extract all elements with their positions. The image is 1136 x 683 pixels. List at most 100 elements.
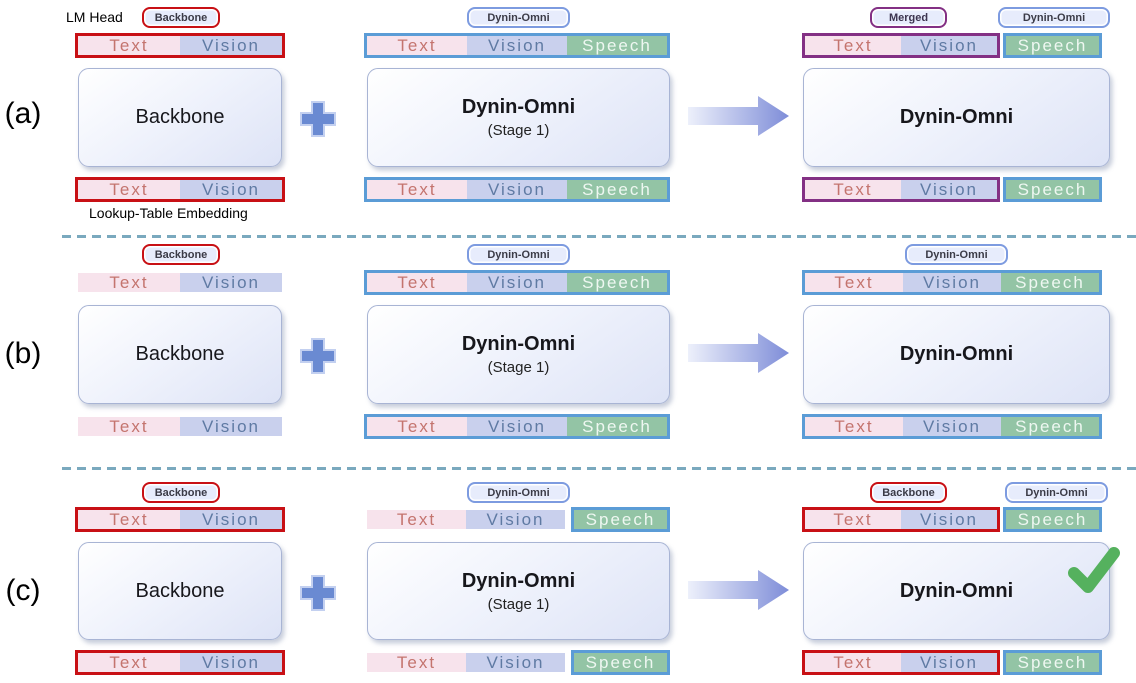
omni-speech-group: Speech: [571, 650, 670, 675]
speech-segment: Speech: [567, 180, 667, 199]
text-segment: Text: [367, 510, 466, 529]
row-separator: [62, 467, 1136, 470]
speech-segment: Speech: [567, 417, 667, 436]
backbone-box: Backbone: [78, 542, 282, 640]
vision-segment: Vision: [901, 36, 997, 55]
vision-segment: Vision: [901, 180, 997, 199]
vision-segment: Vision: [467, 273, 567, 292]
backbone-pill: Backbone: [142, 244, 220, 265]
text-segment: Text: [367, 273, 467, 292]
merged-modality-group: Text Vision: [802, 177, 1000, 202]
right-bottom-bar: Text Vision Speech: [802, 177, 1102, 202]
omni-text-vision-group: Text Vision: [364, 650, 568, 675]
text-segment: Text: [367, 180, 467, 199]
row-a: (a) LM Head Backbone Text Vision Backbon…: [0, 0, 1136, 232]
vision-segment: Vision: [901, 510, 997, 529]
backbone-pill: Backbone: [142, 7, 220, 28]
speech-segment: Speech: [1001, 417, 1099, 436]
stage1-subtitle: (Stage 1): [487, 595, 550, 613]
backbone-box-title: Backbone: [135, 579, 225, 602]
omni-speech-group: Speech: [571, 507, 670, 532]
omni-modality-group: Text Vision Speech: [364, 270, 670, 295]
row-separator: [62, 235, 1136, 238]
right-bottom-bar: Text Vision Speech: [802, 650, 1102, 675]
text-segment: Text: [78, 273, 180, 292]
middle-bottom-bar: Text Vision Speech: [364, 414, 670, 439]
text-segment: Text: [805, 417, 903, 436]
vision-segment: Vision: [466, 653, 565, 672]
speech-segment: Speech: [567, 36, 667, 55]
speech-segment: Speech: [1006, 653, 1099, 672]
row-b-label: (b): [4, 337, 42, 370]
text-segment: Text: [805, 510, 901, 529]
text-segment: Text: [78, 653, 180, 672]
vision-segment: Vision: [901, 653, 997, 672]
backbone-modality-group: Text Vision: [75, 177, 285, 202]
middle-top-bar: Text Vision Speech: [364, 507, 670, 532]
dynin-omni-box-title: Dynin-Omni: [899, 106, 1014, 128]
vision-segment: Vision: [903, 417, 1001, 436]
speech-segment: Speech: [567, 273, 667, 292]
dynin-omni-box-title: Dynin-Omni: [461, 569, 576, 592]
arrow-right-icon: [688, 570, 789, 610]
vision-segment: Vision: [180, 273, 282, 292]
dynin-omni-pill: Dynin-Omni: [467, 482, 570, 503]
omni-modality-group: Text Vision Speech: [364, 177, 670, 202]
speech-segment: Speech: [574, 510, 667, 529]
backbone-box: Backbone: [78, 68, 282, 167]
dynin-omni-pill: Dynin-Omni: [467, 244, 570, 265]
left-top-bar: Text Vision: [75, 507, 285, 532]
text-segment: Text: [367, 417, 467, 436]
vision-segment: Vision: [467, 36, 567, 55]
dynin-omni-stage1-box: Dynin-Omni (Stage 1): [367, 542, 670, 640]
vision-segment: Vision: [467, 417, 567, 436]
arrow-right-icon: [688, 96, 789, 136]
omni-speech-group: Speech: [1003, 507, 1102, 532]
row-a-label: (a): [4, 97, 42, 130]
merged-dynin-omni-box: Dynin-Omni: [803, 68, 1110, 167]
dynin-omni-pill: Dynin-Omni: [1005, 482, 1108, 503]
left-top-bar: Text Vision: [75, 270, 285, 295]
merged-modality-group: Text Vision: [802, 33, 1000, 58]
vision-segment: Vision: [180, 36, 282, 55]
speech-segment: Speech: [1006, 180, 1099, 199]
left-bottom-bar: Text Vision: [75, 414, 285, 439]
text-segment: Text: [805, 180, 901, 199]
text-segment: Text: [805, 273, 903, 292]
backbone-modality-group: Text Vision: [802, 650, 1000, 675]
stage1-subtitle: (Stage 1): [487, 122, 550, 139]
backbone-box-title: Backbone: [135, 343, 225, 365]
middle-top-bar: Text Vision Speech: [364, 270, 670, 295]
backbone-modality-group: Text Vision: [75, 507, 285, 532]
speech-segment: Speech: [1006, 36, 1099, 55]
dynin-omni-box-title: Dynin-Omni: [461, 333, 576, 355]
right-bottom-bar: Text Vision Speech: [802, 414, 1102, 439]
backbone-pill: Backbone: [870, 482, 947, 503]
dynin-omni-box-title: Dynin-Omni: [899, 343, 1014, 365]
lookup-table-embedding-label: Lookup-Table Embedding: [89, 205, 248, 221]
text-segment: Text: [78, 36, 180, 55]
merged-pill: Merged: [870, 7, 947, 28]
omni-modality-group: Text Vision Speech: [802, 414, 1102, 439]
plus-icon: [300, 575, 336, 611]
backbone-modality-group: Text Vision: [75, 33, 285, 58]
left-top-bar: Text Vision: [75, 33, 285, 58]
backbone-modality-group: Text Vision: [75, 650, 285, 675]
lm-head-label: LM Head: [66, 9, 123, 25]
dynin-omni-pill: Dynin-Omni: [905, 244, 1008, 265]
omni-speech-group: Speech: [1003, 33, 1102, 58]
green-checkmark-icon: [1068, 547, 1120, 593]
omni-speech-group: Speech: [1003, 650, 1102, 675]
vision-segment: Vision: [180, 417, 282, 436]
dynin-omni-box-title: Dynin-Omni: [461, 96, 576, 118]
speech-segment: Speech: [1006, 510, 1099, 529]
text-segment: Text: [367, 653, 466, 672]
left-bottom-bar: Text Vision: [75, 177, 285, 202]
text-segment: Text: [78, 180, 180, 199]
backbone-pill: Backbone: [142, 482, 220, 503]
dynin-omni-box-title: Dynin-Omni: [899, 579, 1014, 602]
row-c-label: (c): [5, 574, 41, 607]
dynin-omni-box: Dynin-Omni: [803, 305, 1110, 404]
omni-modality-group: Text Vision Speech: [802, 270, 1102, 295]
